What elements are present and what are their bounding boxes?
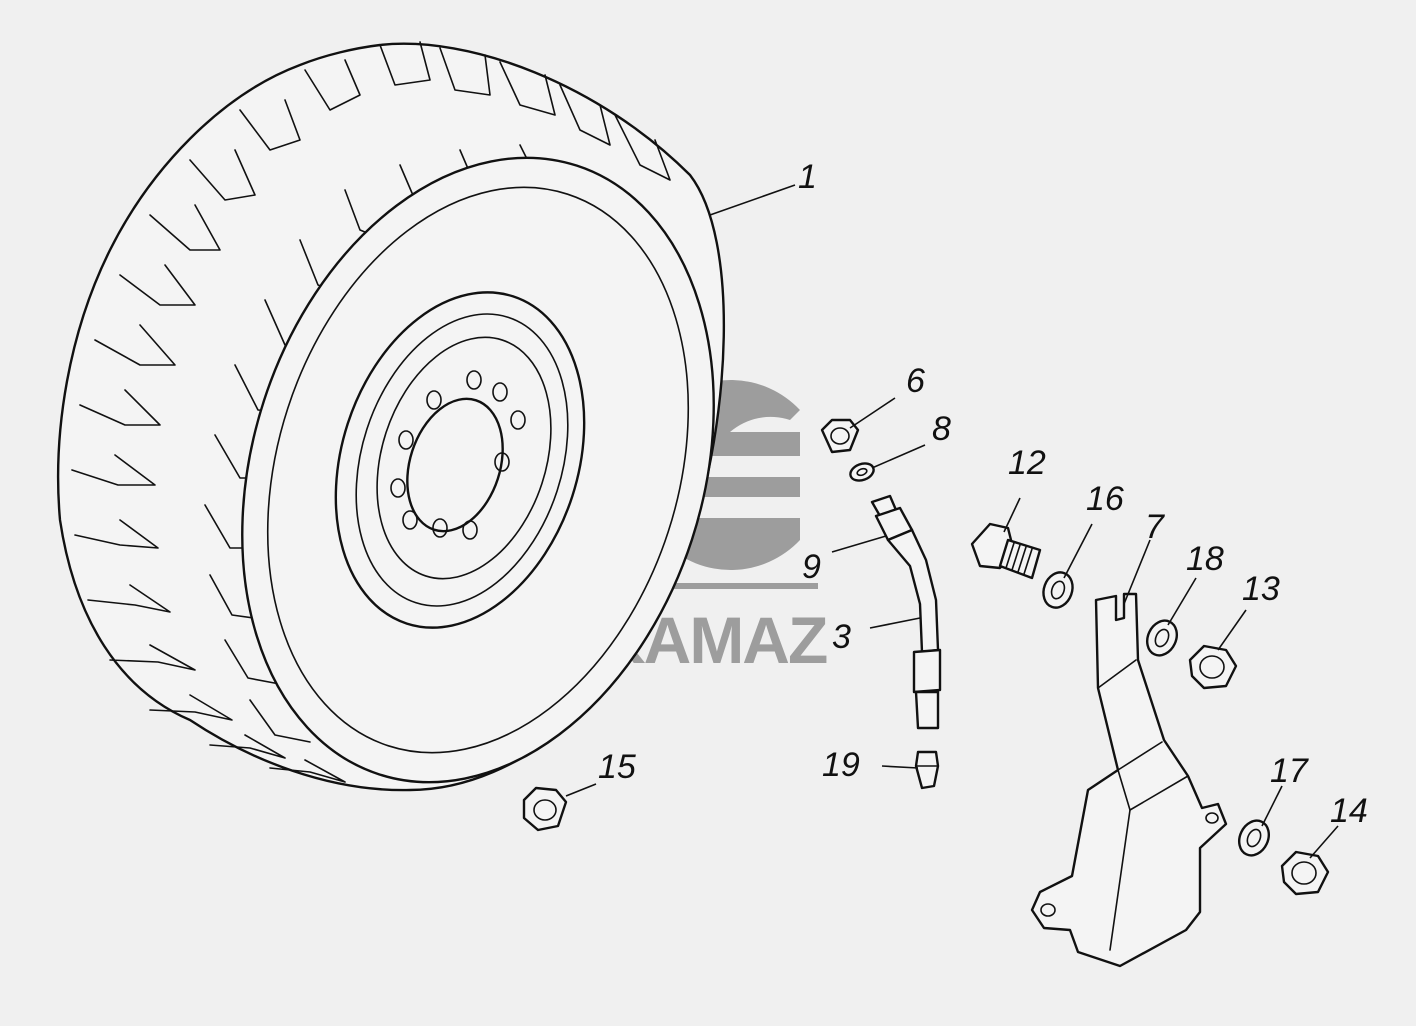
part-15-nut bbox=[522, 786, 568, 832]
part-6-nut bbox=[820, 418, 860, 454]
part-19-valve bbox=[914, 750, 940, 790]
callouts: 1 6 8 12 16 7 9 18 13 3 15 19 17 14 bbox=[598, 158, 1368, 830]
callout-18: 18 bbox=[1186, 540, 1224, 578]
callout-13: 13 bbox=[1242, 570, 1280, 608]
callout-6: 6 bbox=[906, 362, 925, 400]
part-9-fitting bbox=[870, 494, 914, 542]
callout-14: 14 bbox=[1330, 792, 1368, 830]
part-16-washer bbox=[1042, 571, 1074, 609]
callout-1: 1 bbox=[798, 158, 817, 196]
part-14-nut bbox=[1280, 850, 1330, 896]
callout-16: 16 bbox=[1086, 480, 1124, 518]
callout-15: 15 bbox=[598, 748, 636, 786]
part-3-hose bbox=[886, 528, 942, 730]
part-7-bracket bbox=[1030, 592, 1228, 968]
callout-17: 17 bbox=[1270, 752, 1309, 790]
callout-7: 7 bbox=[1145, 508, 1165, 546]
part-18-washer bbox=[1146, 619, 1178, 657]
leader-lines bbox=[565, 184, 1339, 859]
wheel-studs bbox=[390, 370, 526, 540]
kamaz-underline bbox=[598, 583, 818, 589]
callout-8: 8 bbox=[932, 410, 951, 448]
callout-3: 3 bbox=[832, 618, 851, 656]
part-17-washer bbox=[1238, 819, 1270, 857]
callout-12: 12 bbox=[1008, 444, 1046, 482]
part-8-washer bbox=[849, 462, 875, 482]
part-13-nut bbox=[1188, 644, 1238, 690]
part-12-bolt bbox=[970, 522, 1042, 580]
wheel-hub bbox=[406, 397, 504, 533]
callout-9: 9 bbox=[802, 548, 821, 586]
wheel-assembly bbox=[56, 41, 725, 792]
callout-19: 19 bbox=[822, 746, 860, 784]
